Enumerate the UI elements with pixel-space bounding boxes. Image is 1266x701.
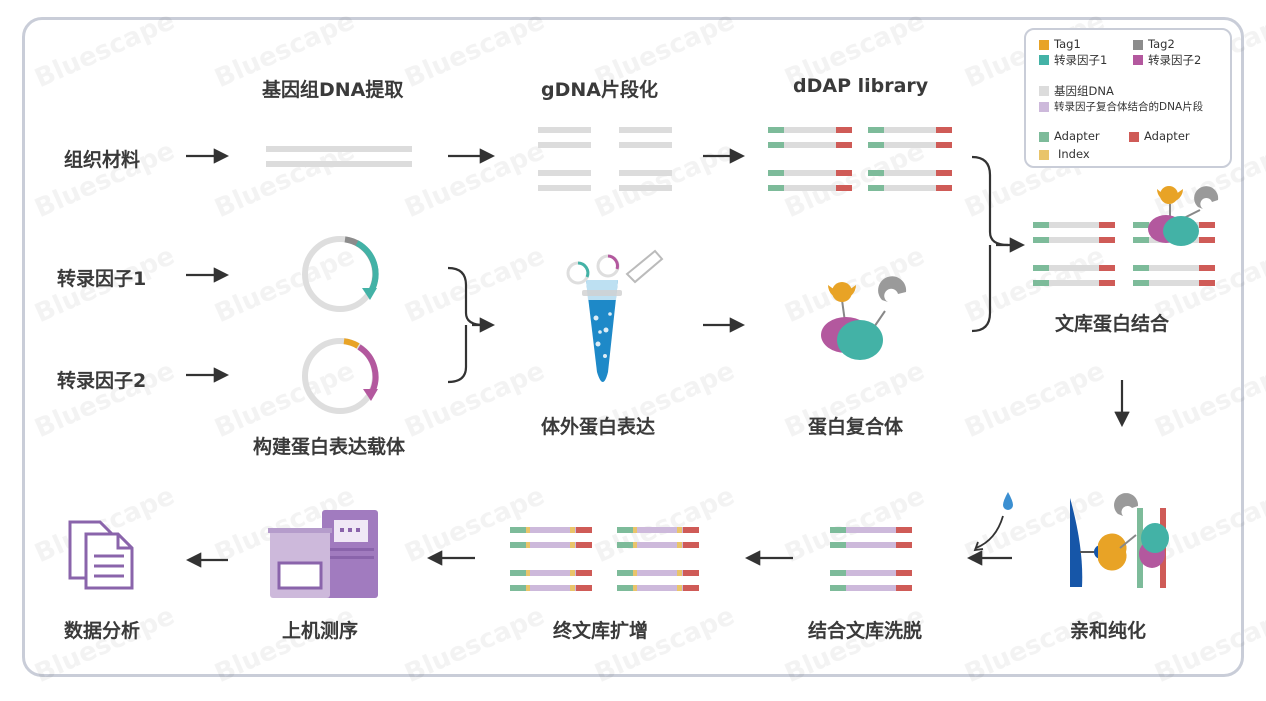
legend-genomic: 基因组DNA xyxy=(1054,84,1114,98)
legend-tag1: Tag1 xyxy=(1054,37,1081,51)
eluted-fragments xyxy=(830,527,912,591)
plasmid-tf2 xyxy=(302,338,379,414)
ddap-library-fragments xyxy=(768,127,952,191)
legend-swatch-genomic xyxy=(1039,86,1049,96)
legend-tag2: Tag2 xyxy=(1148,37,1175,51)
label-affinity: 亲和纯化 xyxy=(1070,620,1147,642)
title-ddap-library: dDAP library xyxy=(793,75,929,97)
diagram-frame xyxy=(22,17,1244,677)
sequencer xyxy=(268,510,378,598)
fragmented-dna xyxy=(538,127,672,191)
legend-swatch-tf2 xyxy=(1133,55,1143,65)
label-elution: 结合文库洗脱 xyxy=(808,620,923,642)
protein-complex xyxy=(821,276,907,360)
elution-drop xyxy=(973,492,1013,552)
flow-arrows xyxy=(185,148,1130,568)
label-analysis: 数据分析 xyxy=(64,620,141,642)
label-vector: 构建蛋白表达载体 xyxy=(253,436,406,458)
legend-adapter-left: Adapter xyxy=(1054,129,1100,143)
plasmid-tf1 xyxy=(302,236,379,312)
label-tf1: 转录因子1 xyxy=(57,268,147,290)
legend-index: Index xyxy=(1058,147,1090,161)
title-gdna-extract: 基因组DNA提取 xyxy=(262,79,404,101)
data-documents-icon xyxy=(68,520,134,590)
legend-swatch-tag1 xyxy=(1039,40,1049,50)
label-tissue: 组织材料 xyxy=(64,149,141,171)
legend-swatch-tag2 xyxy=(1133,40,1143,50)
amplified-fragments xyxy=(510,527,699,591)
legend-tf1: 转录因子1 xyxy=(1054,53,1108,67)
legend-swatch-tf1 xyxy=(1039,55,1049,65)
label-tf2: 转录因子2 xyxy=(57,370,147,392)
label-binding: 文库蛋白结合 xyxy=(1055,313,1170,335)
legend-adapter-right: Adapter xyxy=(1144,129,1190,143)
legend-bound-fragment: 转录因子复合体结合的DNA片段 xyxy=(1054,101,1204,113)
legend-swatch-bound xyxy=(1039,102,1049,112)
bound-complex xyxy=(1148,186,1219,246)
label-ivt: 体外蛋白表达 xyxy=(541,416,656,438)
legend: Tag1 Tag2 转录因子1 转录因子2 基因组DNA 转录因子复合体结合的D… xyxy=(1024,28,1232,168)
legend-swatch-index xyxy=(1039,150,1049,160)
brace-vectors xyxy=(447,266,485,384)
affinity-beads xyxy=(1070,493,1169,588)
legend-swatch-adapter-green xyxy=(1039,132,1049,142)
label-sequencing: 上机测序 xyxy=(282,620,359,642)
label-complex: 蛋白复合体 xyxy=(808,416,904,438)
brace-merge xyxy=(971,155,1009,333)
expression-tube xyxy=(566,249,664,382)
genomic-dna xyxy=(266,146,412,167)
legend-swatch-adapter-red xyxy=(1129,132,1139,142)
legend-tf2: 转录因子2 xyxy=(1148,53,1202,67)
label-amplify: 终文库扩增 xyxy=(553,620,649,642)
title-gdna-frag: gDNA片段化 xyxy=(541,79,658,101)
